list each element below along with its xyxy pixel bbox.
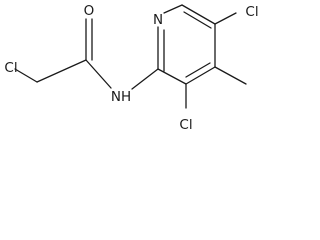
bond-c6-c5-b [183,11,212,29]
bond-ch2-carbonyl [36,59,87,83]
structure-diagram: Cl O NH N Cl Cl [4,3,258,133]
bond-c4-methyl [214,66,247,85]
atom-label-o: O [84,3,95,19]
atom-label-nh: NH [111,89,131,105]
bond-n1-c6 [163,4,183,14]
bond-c5-cl [214,12,237,25]
atom-label-n-ring: N [153,12,163,28]
bond-c4-c3-b [185,62,211,78]
atom-label-cl-5: Cl [245,4,258,20]
atom-label-cl-chloromethyl: Cl [4,60,17,76]
bond-cl-ch2 [14,68,38,83]
bond-nh-c2 [131,68,159,90]
bond-c3-c2 [157,68,187,85]
bond-carbonyl-nh [85,59,112,89]
atom-label-cl-3: Cl [179,117,192,133]
bond-c6-c5-a [181,4,216,25]
bond-c4-c3-a [185,66,216,85]
